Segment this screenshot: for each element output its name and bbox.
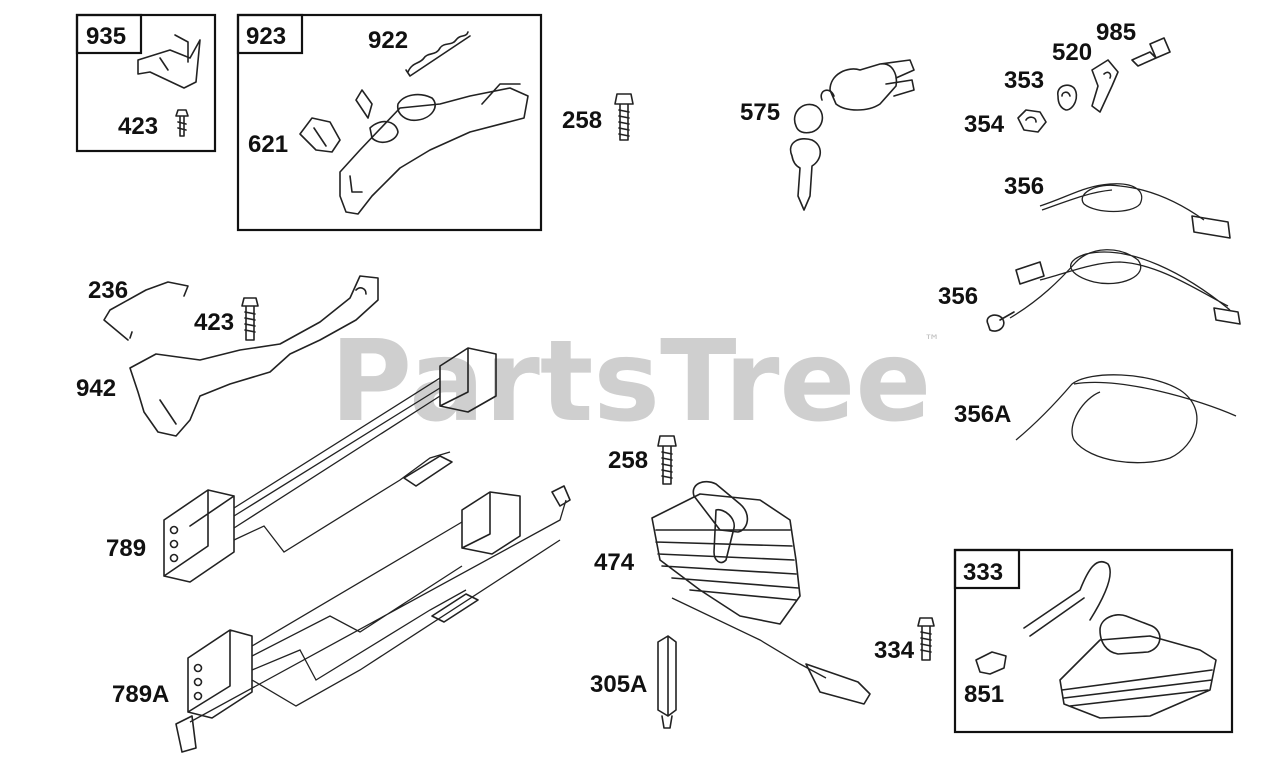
harness-789[interactable]: 789 [106, 347, 497, 583]
part-label-353: 353 [1004, 67, 1044, 94]
wire-356A[interactable]: 356A [954, 374, 1237, 464]
part-label-789A: 789A [112, 681, 169, 708]
terminal-520-part [1091, 59, 1119, 113]
part-label-354: 354 [964, 111, 1005, 138]
part-label-423: 423 [118, 113, 158, 140]
wire-356-middle[interactable]: 356 [938, 249, 1241, 332]
lead-wire [671, 597, 827, 679]
plug-top-part [439, 347, 497, 413]
wire-part [1009, 249, 1231, 319]
part-label-356: 356 [938, 283, 978, 310]
part-label-305A: 305A [590, 671, 647, 698]
part-label-334: 334 [874, 637, 915, 664]
pin [193, 691, 203, 701]
connector-part [1191, 215, 1231, 239]
part-label-621: 621 [248, 131, 288, 158]
stud-part [657, 635, 677, 729]
plug-789-part [163, 489, 235, 583]
harness-789A[interactable]: 789A [112, 485, 571, 753]
control-plate-part [339, 87, 529, 215]
bracket-part [137, 34, 201, 89]
watermark: PartsTree [330, 317, 931, 447]
screw-985-part [1131, 37, 1171, 67]
screw-334[interactable]: 334 [874, 617, 935, 664]
plug-789A-part [187, 629, 253, 719]
pin [169, 525, 179, 535]
connector-part [1015, 261, 1241, 325]
part-label-258: 258 [608, 447, 648, 474]
screw-part [917, 617, 935, 661]
terminal-part [175, 485, 571, 753]
wire-part [1015, 374, 1237, 464]
group-923-label: 923 [246, 23, 286, 50]
group-923[interactable]: 923 922 621 [236, 13, 543, 232]
part-label-356: 356 [1004, 173, 1044, 200]
pin [193, 677, 203, 687]
pin [169, 539, 179, 549]
stud-305A[interactable]: 305A [590, 635, 677, 729]
ignition-switch-575[interactable]: 575 [740, 59, 915, 211]
part-label-789: 789 [106, 535, 146, 562]
bracket-assembly-942[interactable]: 236 423 942 [76, 275, 379, 437]
group-935[interactable]: 935 423 [75, 13, 217, 153]
spark-plug-lead [805, 663, 871, 705]
coil-part [692, 480, 749, 564]
part-label-258: 258 [562, 107, 602, 134]
rod-236-part [103, 281, 189, 341]
harness-wires [189, 499, 567, 723]
key-part [789, 89, 835, 211]
nut-354-part [1017, 109, 1047, 133]
wire-356-top[interactable]: 356 [1004, 173, 1231, 239]
terminal-851-part [975, 651, 1007, 675]
part-label-520: 520 [1052, 39, 1092, 66]
spring-part [405, 31, 471, 77]
terminal-part [403, 455, 453, 487]
part-label-423: 423 [194, 309, 234, 336]
pin [193, 663, 203, 673]
bolt-part [614, 93, 634, 141]
part-label-851: 851 [964, 681, 1004, 708]
coil-winding-part [1099, 614, 1161, 655]
lockwasher-353-part [1057, 84, 1078, 111]
part-label-575: 575 [740, 99, 780, 126]
bolt-258-top[interactable]: 258 [562, 93, 634, 141]
plug-top-part [461, 491, 521, 555]
bracket-942-part [129, 275, 379, 437]
group-333[interactable]: 333 851 [953, 548, 1234, 734]
part-label-356A: 356A [954, 401, 1011, 428]
bolt-part [657, 435, 677, 485]
part-label-985: 985 [1096, 19, 1136, 46]
coil-lead-part [1023, 561, 1111, 637]
part-label-236: 236 [88, 277, 128, 304]
ring-terminal-part [986, 311, 1015, 332]
screw-part [175, 109, 189, 137]
ignition-coil-part [1059, 635, 1217, 719]
group-935-label: 935 [86, 23, 126, 50]
hardware-cluster[interactable]: 985 520 353 354 [964, 19, 1171, 138]
part-label-942: 942 [76, 375, 116, 402]
part-label-922: 922 [368, 27, 408, 54]
lever-part [299, 117, 341, 153]
wire-part [1039, 183, 1205, 221]
part-label-474: 474 [594, 549, 635, 576]
bolt-423-part [241, 297, 259, 341]
pin [169, 553, 179, 563]
group-333-label: 333 [963, 559, 1003, 586]
switch-body-part [829, 59, 915, 111]
bolt-258-lower[interactable]: 258 [608, 435, 677, 485]
armature-474[interactable]: 474 [594, 480, 871, 705]
plate-detail [349, 83, 521, 193]
trademark-symbol: ™ [924, 331, 940, 350]
harness-wires [233, 377, 451, 553]
